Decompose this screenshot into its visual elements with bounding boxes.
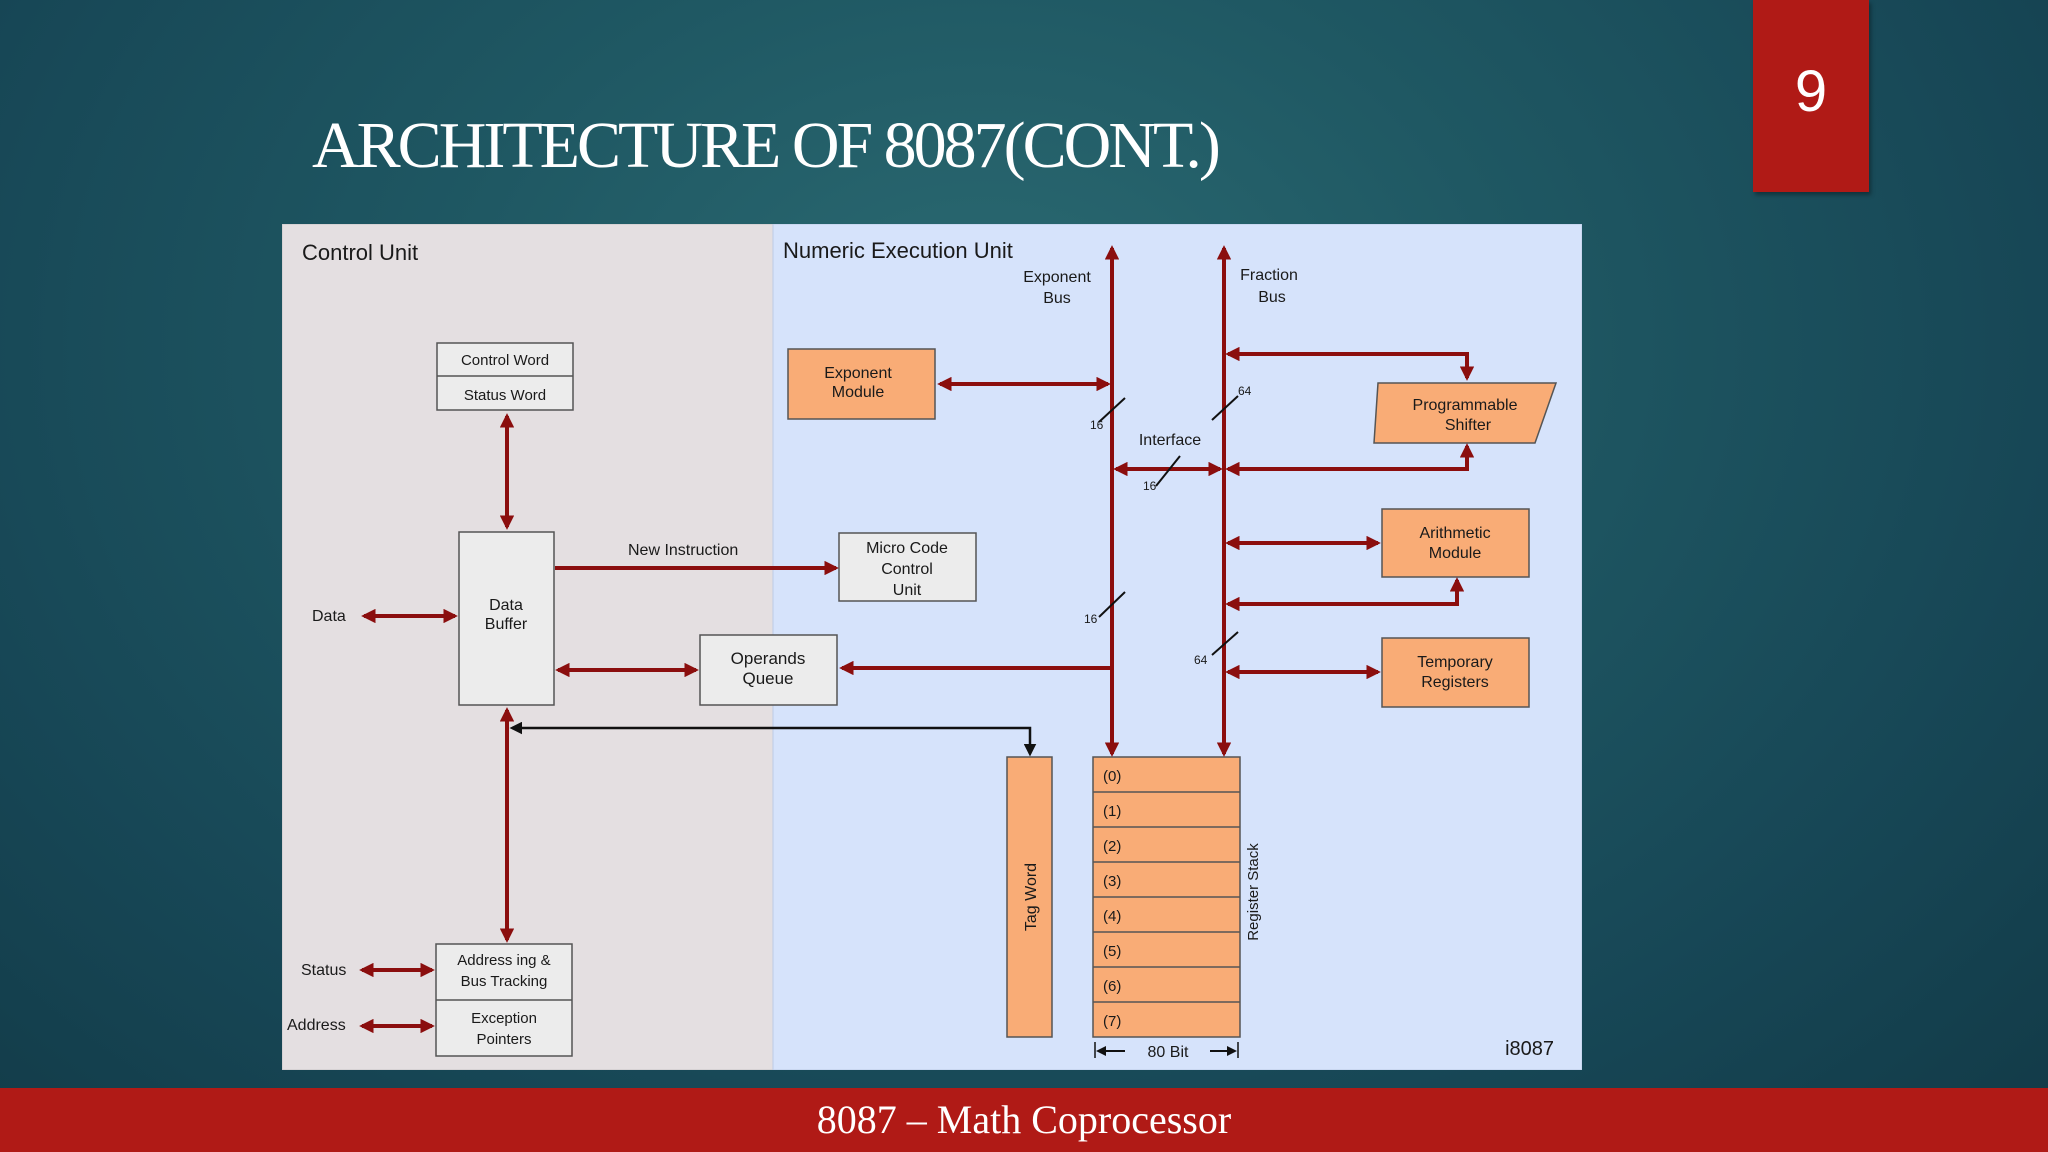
register-row-label: (1) bbox=[1103, 803, 1121, 820]
bit-width-label: 80 Bit bbox=[1148, 1044, 1189, 1061]
page-number: 9 bbox=[1794, 58, 1828, 124]
register-row-label: (3) bbox=[1103, 873, 1121, 890]
programmable-shifter-label-2: Shifter bbox=[1445, 417, 1492, 434]
footer-bar: 8087 – Math Coprocessor bbox=[0, 1088, 2048, 1152]
register-row-label: (0) bbox=[1103, 768, 1121, 785]
connection-arrows bbox=[359, 245, 1475, 1034]
numeric-execution-unit-title: Numeric Execution Unit bbox=[783, 238, 1013, 263]
arithmetic-module-block: Arithmetic Module bbox=[1381, 508, 1530, 578]
operands-queue-label-1: Operands bbox=[731, 649, 806, 668]
micro-code-control-unit-block: Micro Code Control Unit bbox=[838, 532, 977, 602]
register-row-label: (6) bbox=[1103, 978, 1121, 995]
exponent-module-label-2: Module bbox=[832, 384, 885, 401]
interface-label: Interface bbox=[1139, 432, 1201, 449]
status-label: Status bbox=[301, 962, 346, 979]
operands-queue-block: Operands Queue bbox=[699, 634, 838, 706]
fraction-bus-label-1: Fraction bbox=[1240, 267, 1298, 284]
page-number-badge: 9 bbox=[1753, 0, 1869, 192]
chip-label: i8087 bbox=[1505, 1038, 1554, 1060]
register-stack: (0) (1) (2) (3) (4) (5) (6) (7) Register Stack bbox=[1092, 756, 1262, 1038]
tag-word-label: Tag Word bbox=[1023, 863, 1040, 931]
data-label: Data bbox=[312, 608, 346, 625]
architecture-diagram: Control Unit Numeric Execution Unit Cont… bbox=[282, 224, 1582, 1070]
arithmetic-module-label-1: Arithmetic bbox=[1419, 525, 1490, 542]
status-word-label: Status Word bbox=[464, 387, 546, 404]
data-buffer-label-1: Data bbox=[489, 597, 523, 614]
bus-width-64-b: 64 bbox=[1194, 653, 1208, 667]
exponent-module-block: Exponent Module bbox=[787, 348, 936, 420]
bus-width-16-b: 16 bbox=[1143, 479, 1157, 493]
tag-word-block: Tag Word bbox=[1006, 756, 1053, 1038]
addressing-exception-block: Address ing & Bus Tracking Exception Poi… bbox=[435, 943, 573, 1057]
bus-width-64-a: 64 bbox=[1238, 384, 1252, 398]
slide-title: ARCHITECTURE OF 8087(CONT.) bbox=[312, 109, 1221, 182]
temporary-registers-label-2: Registers bbox=[1421, 674, 1489, 691]
register-row-label: (2) bbox=[1103, 838, 1121, 855]
control-unit-title: Control Unit bbox=[302, 240, 418, 265]
new-instruction-label: New Instruction bbox=[628, 542, 738, 559]
register-row-label: (5) bbox=[1103, 943, 1121, 960]
control-word-label: Control Word bbox=[461, 352, 549, 369]
register-row-label: (7) bbox=[1103, 1013, 1121, 1030]
programmable-shifter-label-1: Programmable bbox=[1413, 397, 1518, 414]
register-stack-label: Register Stack bbox=[1245, 843, 1262, 941]
register-row-label: (4) bbox=[1103, 908, 1121, 925]
exception-label-2: Pointers bbox=[476, 1031, 531, 1048]
control-status-word-block: Control Word Status Word bbox=[436, 342, 574, 411]
bus-width-16-c: 16 bbox=[1084, 612, 1098, 626]
exponent-bus-label-2: Bus bbox=[1043, 290, 1071, 307]
data-buffer-label-2: Buffer bbox=[485, 616, 528, 633]
exponent-bus-label-1: Exponent bbox=[1023, 269, 1091, 286]
data-buffer-block: Data Buffer bbox=[458, 531, 555, 706]
exception-label-1: Exception bbox=[471, 1010, 537, 1027]
operands-queue-label-2: Queue bbox=[742, 669, 793, 688]
address-label: Address bbox=[287, 1017, 346, 1034]
footer-text: 8087 – Math Coprocessor bbox=[816, 1096, 1232, 1142]
micro-code-label-1: Micro Code bbox=[866, 540, 948, 557]
micro-code-label-2: Control bbox=[881, 561, 933, 578]
tag-word-connection bbox=[509, 721, 1037, 757]
programmable-shifter-block: Programmable Shifter bbox=[1373, 382, 1558, 444]
fraction-bus-label-2: Bus bbox=[1258, 289, 1286, 306]
addressing-label-1: Address ing & bbox=[457, 952, 550, 969]
bus-width-ticks bbox=[1098, 395, 1239, 656]
bit-width-indicator: 80 Bit bbox=[1094, 1042, 1239, 1061]
temporary-registers-label-1: Temporary bbox=[1417, 654, 1493, 671]
exponent-module-label-1: Exponent bbox=[824, 365, 892, 382]
addressing-label-2: Bus Tracking bbox=[461, 973, 548, 990]
temporary-registers-block: Temporary Registers bbox=[1381, 637, 1530, 708]
arithmetic-module-label-2: Module bbox=[1429, 545, 1482, 562]
micro-code-label-3: Unit bbox=[893, 582, 922, 599]
